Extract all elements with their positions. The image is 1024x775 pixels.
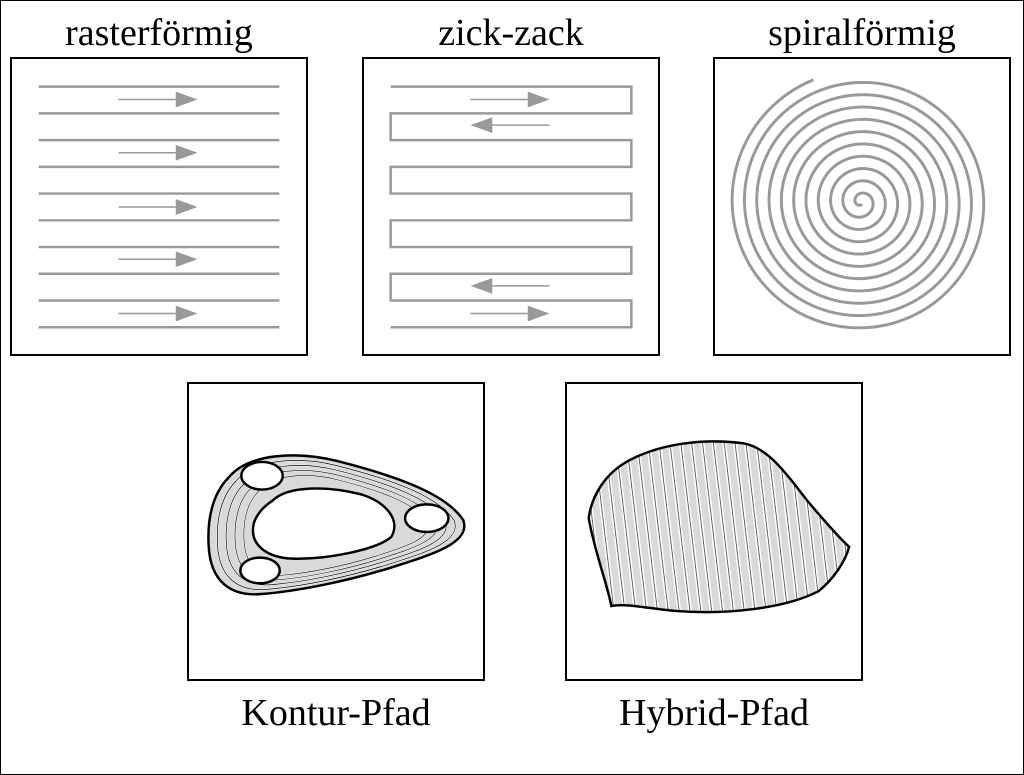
panel-contour [187,382,485,681]
arrow-right-icon [470,91,550,108]
contour-inner-hole [251,487,396,560]
contour-hole-right [403,503,450,534]
label-zigzag: zick-zack [438,12,584,54]
arrow-left-icon [470,117,550,133]
contour-hole-top-left [240,460,284,491]
hybrid-path-drawing [587,440,851,614]
panel-zigzag [362,57,660,356]
panel-spiral [713,57,1011,356]
panel-hybrid [565,382,863,681]
arrow-left-icon [470,278,550,294]
label-hybrid: Hybrid-Pfad [619,692,809,734]
arrow-right-icon [470,305,550,322]
contour-hole-bottom-left [239,556,281,585]
contour-path-drawing [207,454,466,596]
label-raster: rasterförmig [65,12,253,54]
hybrid-outline [587,440,851,614]
spiral-line [730,78,986,330]
arrow-right-icon [118,199,198,215]
label-contour: Kontur-Pfad [241,692,431,734]
arrow-right-icon [118,144,198,161]
raster-path-drawing [38,85,280,329]
arrow-right-icon [118,305,198,322]
spiral-path-drawing [730,78,986,330]
zigzag-line [389,85,633,329]
arrow-right-icon [118,251,198,268]
contour-rings [216,459,457,591]
label-spiral: spiralförmig [768,12,956,54]
arrow-right-icon [118,91,198,108]
zigzag-path-drawing [389,85,633,329]
panel-raster [10,57,308,356]
